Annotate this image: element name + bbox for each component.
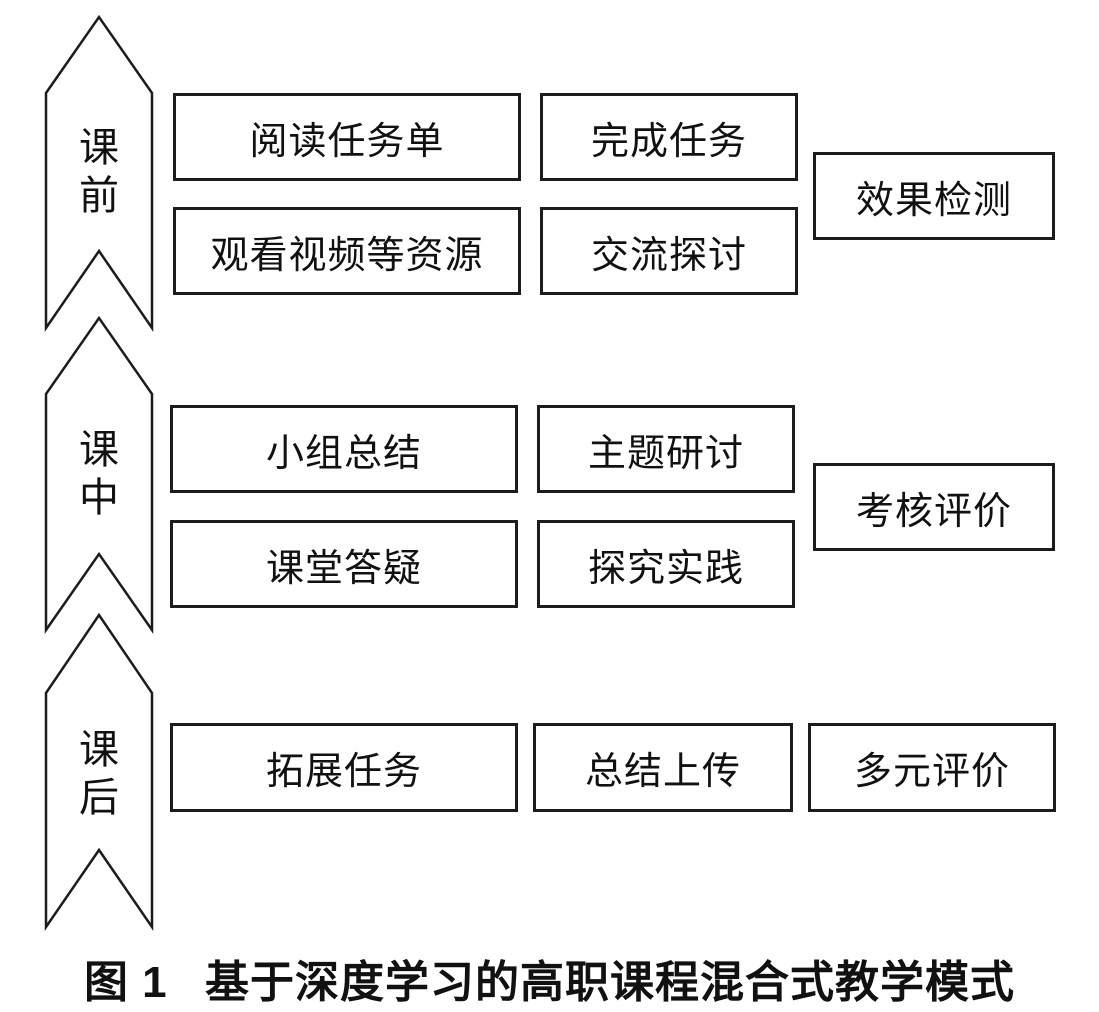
phase-banner-pre-class xyxy=(44,14,154,333)
phase-label-pre-class: 课前 xyxy=(79,125,119,218)
phase-banner-post-class xyxy=(44,612,154,932)
phase-label-in-class: 课中 xyxy=(79,427,119,520)
activity-box-complete-tasks: 完成任务 xyxy=(540,93,798,181)
activity-box-summary-upload: 总结上传 xyxy=(533,723,793,812)
activity-box-extension-tasks: 拓展任务 xyxy=(170,723,518,812)
phase-label-post-class: 课后 xyxy=(79,727,119,820)
activity-box-communicate-discuss: 交流探讨 xyxy=(540,207,798,295)
figure-caption-index: 图 1 xyxy=(83,958,168,1007)
figure-caption-title: 基于深度学习的高职课程混合式教学模式 xyxy=(205,958,1016,1007)
activity-box-watch-video-resources: 观看视频等资源 xyxy=(173,207,521,295)
phase-banner-in-class xyxy=(44,315,154,634)
activity-box-read-task-sheet: 阅读任务单 xyxy=(173,93,521,181)
activity-box-classroom-qa: 课堂答疑 xyxy=(170,520,518,608)
outcome-box-effect-testing: 效果检测 xyxy=(813,152,1055,240)
activity-box-group-summary: 小组总结 xyxy=(170,405,518,493)
activity-box-inquiry-practice: 探究实践 xyxy=(537,520,795,608)
figure-caption: 图 1 基于深度学习的高职课程混合式教学模式 xyxy=(0,946,1099,1010)
activity-box-topic-seminar: 主题研讨 xyxy=(537,405,795,493)
outcome-box-multi-evaluation: 多元评价 xyxy=(808,723,1056,812)
outcome-box-assessment-evaluation: 考核评价 xyxy=(813,463,1055,551)
